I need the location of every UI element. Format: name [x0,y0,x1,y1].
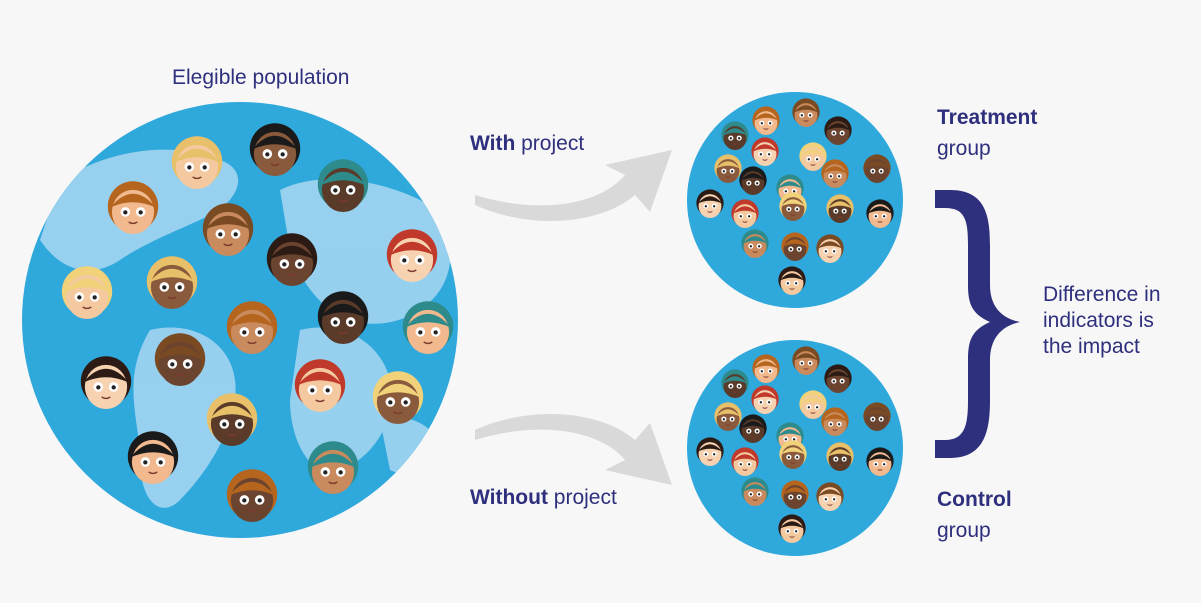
population-globe [22,102,458,538]
child-face-icon [821,159,849,188]
child-face-icon [154,333,206,387]
with-project-label: With project [470,132,584,156]
child-face-icon [226,301,278,355]
child-face-icon [731,447,759,477]
child-face-icon [821,407,849,437]
child-face-icon [317,291,369,345]
child-face-icon [751,137,779,166]
child-face-icon [731,199,759,228]
child-face-icon [826,442,854,472]
child-face-icon [741,229,769,258]
child-face-icon [778,514,806,543]
child-face-icon [107,181,159,234]
child-face-icon [696,437,724,467]
child-face-icon [249,123,301,176]
child-face-icon [307,441,359,495]
child-face-icon [824,116,852,145]
child-face-icon [781,232,809,261]
child-face-icon [202,203,254,256]
child-face-icon [127,431,179,485]
child-face-icon [206,393,258,447]
child-face-icon [61,266,113,320]
child-face-icon [714,402,742,432]
child-face-icon [799,142,827,171]
treatment-subtitle: group [937,137,991,160]
child-face-icon [816,234,844,263]
population-title: Elegible population [172,66,350,89]
difference-brace [935,190,1020,458]
child-face-icon [386,229,438,282]
control-subtitle: group [937,519,991,542]
child-face-icon [778,266,806,296]
child-face-icon [317,159,369,212]
child-face-icon [816,482,844,512]
child-face-icon [799,390,827,420]
child-face-icon [779,192,807,221]
child-face-icon [171,136,223,189]
child-face-icon [752,354,780,384]
child-face-icon [781,480,809,510]
with-project-arrow [475,150,672,222]
child-face-icon [226,469,278,522]
child-face-icon [866,447,894,477]
impact-text: Difference in indicators is the impact [1043,282,1161,360]
child-face-icon [792,98,820,127]
impact-line-3: the impact [1043,335,1140,358]
child-face-icon [824,364,852,394]
without-project-arrow [475,413,672,485]
child-face-icon [752,106,780,135]
child-face-icon [826,194,854,223]
child-face-icon [696,189,724,218]
child-face-icon [739,166,767,195]
without-project-label: Without project [470,486,617,510]
impact-line-2: indicators is [1043,309,1154,332]
treatment-group-circle [687,92,903,308]
child-face-icon [751,385,779,415]
child-face-icon [372,371,424,425]
child-face-icon [294,359,346,413]
impact-line-1: Difference in [1043,283,1161,306]
control-group-circle [687,340,903,556]
child-face-icon [721,121,749,150]
child-face-icon [866,199,894,228]
child-face-icon [721,369,749,399]
child-face-icon [402,301,454,355]
child-face-icon [741,477,769,507]
child-face-icon [146,256,198,310]
child-face-icon [80,356,132,410]
child-face-icon [863,402,891,432]
control-title: Control [937,488,1012,511]
without-label-bold: Without [470,486,548,509]
child-face-icon [739,414,767,444]
without-label-rest: project [547,486,617,509]
with-label-bold: With [470,132,516,155]
with-label-rest: project [515,132,585,155]
child-face-icon [792,346,820,376]
treatment-title: Treatment [937,106,1038,129]
child-face-icon [714,154,742,183]
child-face-icon [266,233,318,286]
child-face-icon [779,440,807,470]
child-face-icon [863,154,891,183]
